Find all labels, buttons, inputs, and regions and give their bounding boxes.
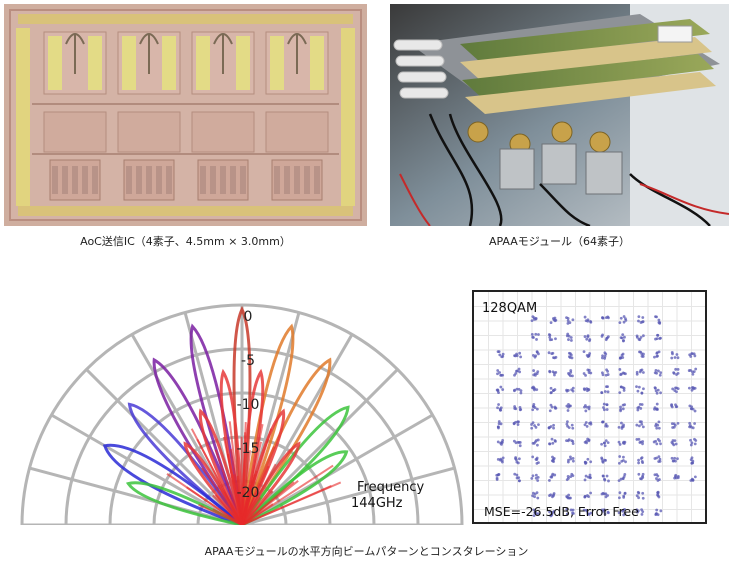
- chip-micrograph-image: [4, 4, 367, 226]
- frequency-label: Frequency: [357, 480, 424, 495]
- beam-pattern-polar-plot: 0 -5 -10 -15 -20 Frequency 144GHz: [20, 283, 465, 525]
- module-caption: APAAモジュール（64素子）: [390, 233, 729, 249]
- beam-traces: [105, 309, 348, 525]
- frequency-value: 144GHz: [351, 496, 403, 511]
- chip-photo: [4, 4, 367, 226]
- mse-result-label: MSE=-26.5dB, Error Free: [484, 504, 639, 519]
- modulation-label: 128QAM: [482, 301, 537, 316]
- ring-label: -15: [237, 441, 260, 457]
- apaa-module-image: [390, 4, 729, 226]
- ring-label: 0: [244, 309, 253, 325]
- chip-caption: AoC送信IC（4素子、4.5mm × 3.0mm）: [4, 233, 367, 249]
- ring-label: -5: [241, 353, 255, 369]
- ring-label: -20: [237, 485, 260, 501]
- module-photo: [390, 4, 729, 226]
- ring-label: -10: [237, 397, 260, 413]
- bottom-caption: APAAモジュールの水平方向ビームパターンとコンスタレーション: [0, 543, 733, 559]
- constellation-diagram: 128QAM MSE=-26.5dB, Error Free: [472, 290, 707, 524]
